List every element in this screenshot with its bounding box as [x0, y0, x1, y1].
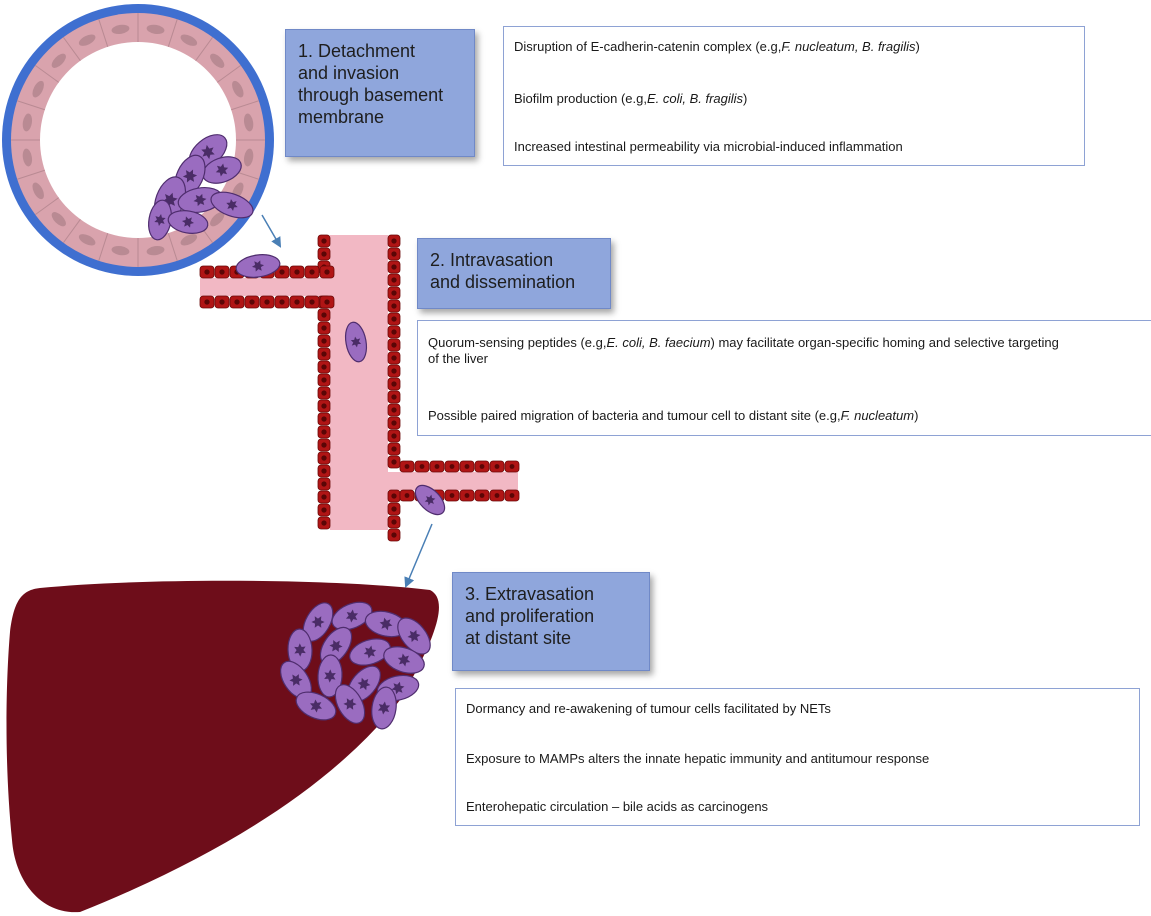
mechanism-text: Possible paired migration of bacteria an…: [428, 408, 841, 423]
mechanism-item: Biofilm production (e.g,E. coli, B. frag…: [514, 91, 1074, 107]
mechanism-text: ): [743, 91, 747, 106]
mechanism-text: Enterohepatic circulation – bile acids a…: [466, 799, 768, 814]
mechanism-item: Possible paired migration of bacteria an…: [428, 408, 1142, 424]
step-1-line: membrane: [298, 106, 462, 128]
mechanism-text: Dormancy and re-awakening of tumour cell…: [466, 701, 831, 716]
step-1-label: 1. Detachment and invasion through basem…: [285, 29, 475, 157]
mechanism-item: Quorum-sensing peptides (e.g,E. coli, B.…: [428, 335, 1068, 367]
step-2-label: 2. Intravasation and dissemination: [417, 238, 611, 309]
mechanism-item: Dormancy and re-awakening of tumour cell…: [466, 701, 1129, 717]
mechanism-text: Exposure to MAMPs alters the innate hepa…: [466, 751, 929, 766]
arrow-icon: [406, 524, 432, 586]
step-3-line: 3. Extravasation: [465, 583, 637, 605]
species-text: E. coli, B. fragilis: [647, 91, 743, 106]
step-3-line: at distant site: [465, 627, 637, 649]
mechanism-text: ): [914, 408, 918, 423]
step-3-mechanisms-box: Dormancy and re-awakening of tumour cell…: [455, 688, 1140, 826]
mechanism-item: Increased intestinal permeability via mi…: [514, 139, 1074, 155]
step-1-mechanisms-box: Disruption of E-cadherin-catenin complex…: [503, 26, 1085, 166]
mechanism-item: Disruption of E-cadherin-catenin complex…: [514, 39, 1074, 55]
mechanism-item: Enterohepatic circulation – bile acids a…: [466, 799, 1129, 815]
step-1-line: and invasion: [298, 62, 462, 84]
step-3-line: and proliferation: [465, 605, 637, 627]
mechanism-text: Biofilm production (e.g,: [514, 91, 647, 106]
species-text: F. nucleatum, B. fragilis: [781, 39, 915, 54]
step-2-line: and dissemination: [430, 271, 598, 293]
species-text: F. nucleatum: [841, 408, 914, 423]
species-text: E. coli, B. faecium: [606, 335, 710, 350]
step-2-mechanisms-box: Quorum-sensing peptides (e.g,E. coli, B.…: [417, 320, 1151, 436]
step-3-label: 3. Extravasation and proliferation at di…: [452, 572, 650, 671]
mechanism-text: ): [916, 39, 920, 54]
step-1-line: through basement: [298, 84, 462, 106]
colon-crypt-icon: [2, 4, 274, 276]
mechanism-text: Quorum-sensing peptides (e.g,: [428, 335, 606, 350]
mechanism-text: Increased intestinal permeability via mi…: [514, 139, 903, 154]
mechanism-item: Exposure to MAMPs alters the innate hepa…: [466, 751, 1129, 767]
arrow-icon: [262, 215, 280, 246]
step-2-line: 2. Intravasation: [430, 249, 598, 271]
mechanism-text: Disruption of E-cadherin-catenin complex…: [514, 39, 781, 54]
step-1-line: 1. Detachment: [298, 40, 462, 62]
